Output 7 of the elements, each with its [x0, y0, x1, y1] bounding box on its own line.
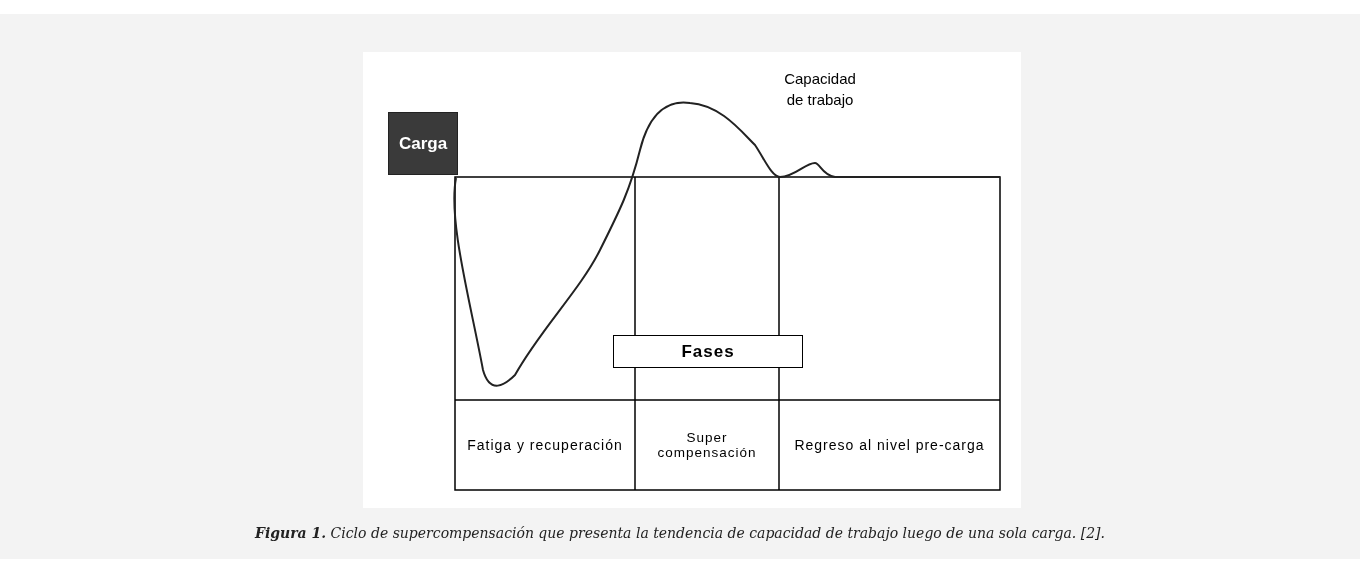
phase-cell: Fatiga y recuperación	[457, 402, 633, 488]
curve-label: Capacidad de trabajo	[783, 69, 857, 110]
phase-cell: Super compensación	[637, 402, 777, 488]
figure-caption: Figura 1. Ciclo de supercompensación que presenta la tendencia de capacidad de trabajo luego de una sola carga. [2].	[254, 525, 1106, 541]
phase-cell: Regreso al nivel pre-carga	[781, 402, 998, 488]
phases-box: Fases	[613, 335, 803, 368]
load-box: Carga	[388, 112, 458, 175]
